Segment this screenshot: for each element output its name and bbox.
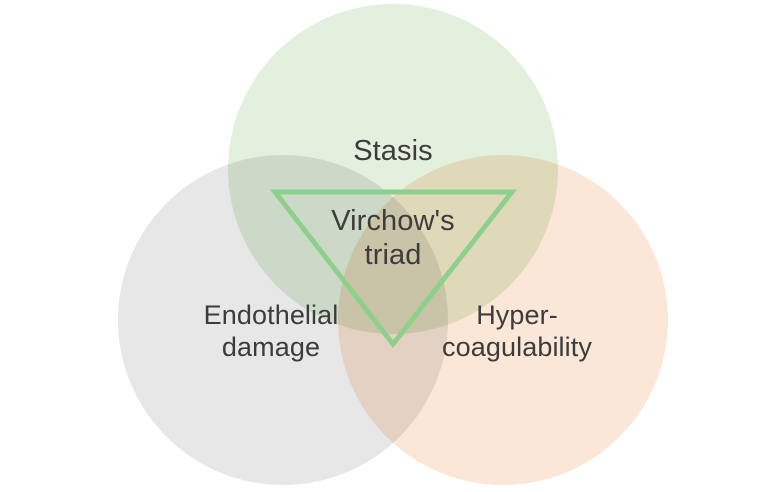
venn-label-endothelial-damage: Endothelial damage [203,300,339,362]
venn-circle-hyper-coagulability [338,155,668,485]
venn-label-center-virchows-triad: Virchow's triad [331,205,455,272]
virchow-triad-triangle [269,189,518,349]
venn-label-hyper-coagulability: Hyper- coagulability [442,300,592,362]
venn-label-stasis: Stasis [353,135,433,167]
